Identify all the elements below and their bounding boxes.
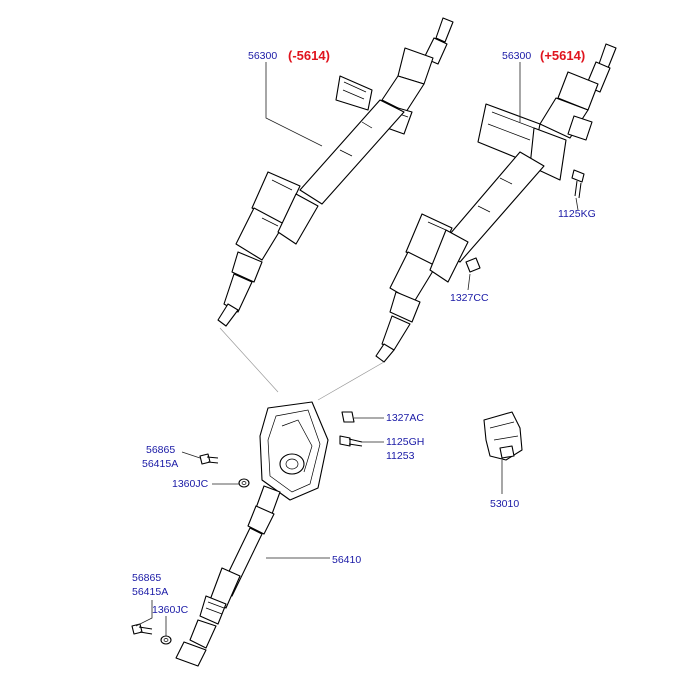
nut-1327ac-drawing: [341, 411, 355, 423]
upper-bolt-drawing: [199, 453, 219, 465]
lower-bolt-drawing: [131, 623, 153, 635]
label-1360jc-upper: 1360JC: [172, 478, 209, 490]
label-variant-minus-5614: (-5614): [288, 48, 330, 63]
label-56415a-lower: 56415A: [132, 586, 169, 598]
label-56300-left: 56300: [248, 50, 278, 62]
bolt-1125gh-drawing: [339, 435, 363, 447]
label-11253: 11253: [386, 450, 415, 462]
label-1125kg: 1125KG: [558, 208, 596, 220]
dash-seal-boot: [259, 401, 329, 501]
label-1327ac: 1327AC: [386, 412, 424, 424]
right-column-connector: [317, 361, 385, 401]
label-56415a-upper: 56415A: [142, 458, 179, 470]
leader-lines: [135, 62, 579, 636]
label-1125gh: 1125GH: [386, 436, 425, 448]
label-56865-upper: 56865: [146, 444, 176, 456]
nut-1327cc-drawing: [465, 257, 481, 273]
label-53010: 53010: [490, 498, 520, 510]
label-1327cc: 1327CC: [450, 292, 489, 304]
bolt-1125kg-drawing: [571, 169, 585, 199]
label-56865-lower: 56865: [132, 572, 162, 584]
bracket-53010-drawing: [483, 411, 523, 461]
left-column-connector: [219, 327, 279, 393]
intermediate-shaft: [175, 485, 281, 667]
label-56300-right: 56300: [502, 50, 532, 62]
label-56410: 56410: [332, 554, 362, 566]
left-steering-column: [217, 17, 454, 327]
label-variant-plus-5614: (+5614): [540, 48, 586, 63]
lower-washer-drawing: [160, 635, 172, 645]
upper-washer-drawing: [238, 478, 250, 488]
right-steering-column: [375, 43, 617, 363]
label-1360jc-lower: 1360JC: [152, 604, 189, 616]
